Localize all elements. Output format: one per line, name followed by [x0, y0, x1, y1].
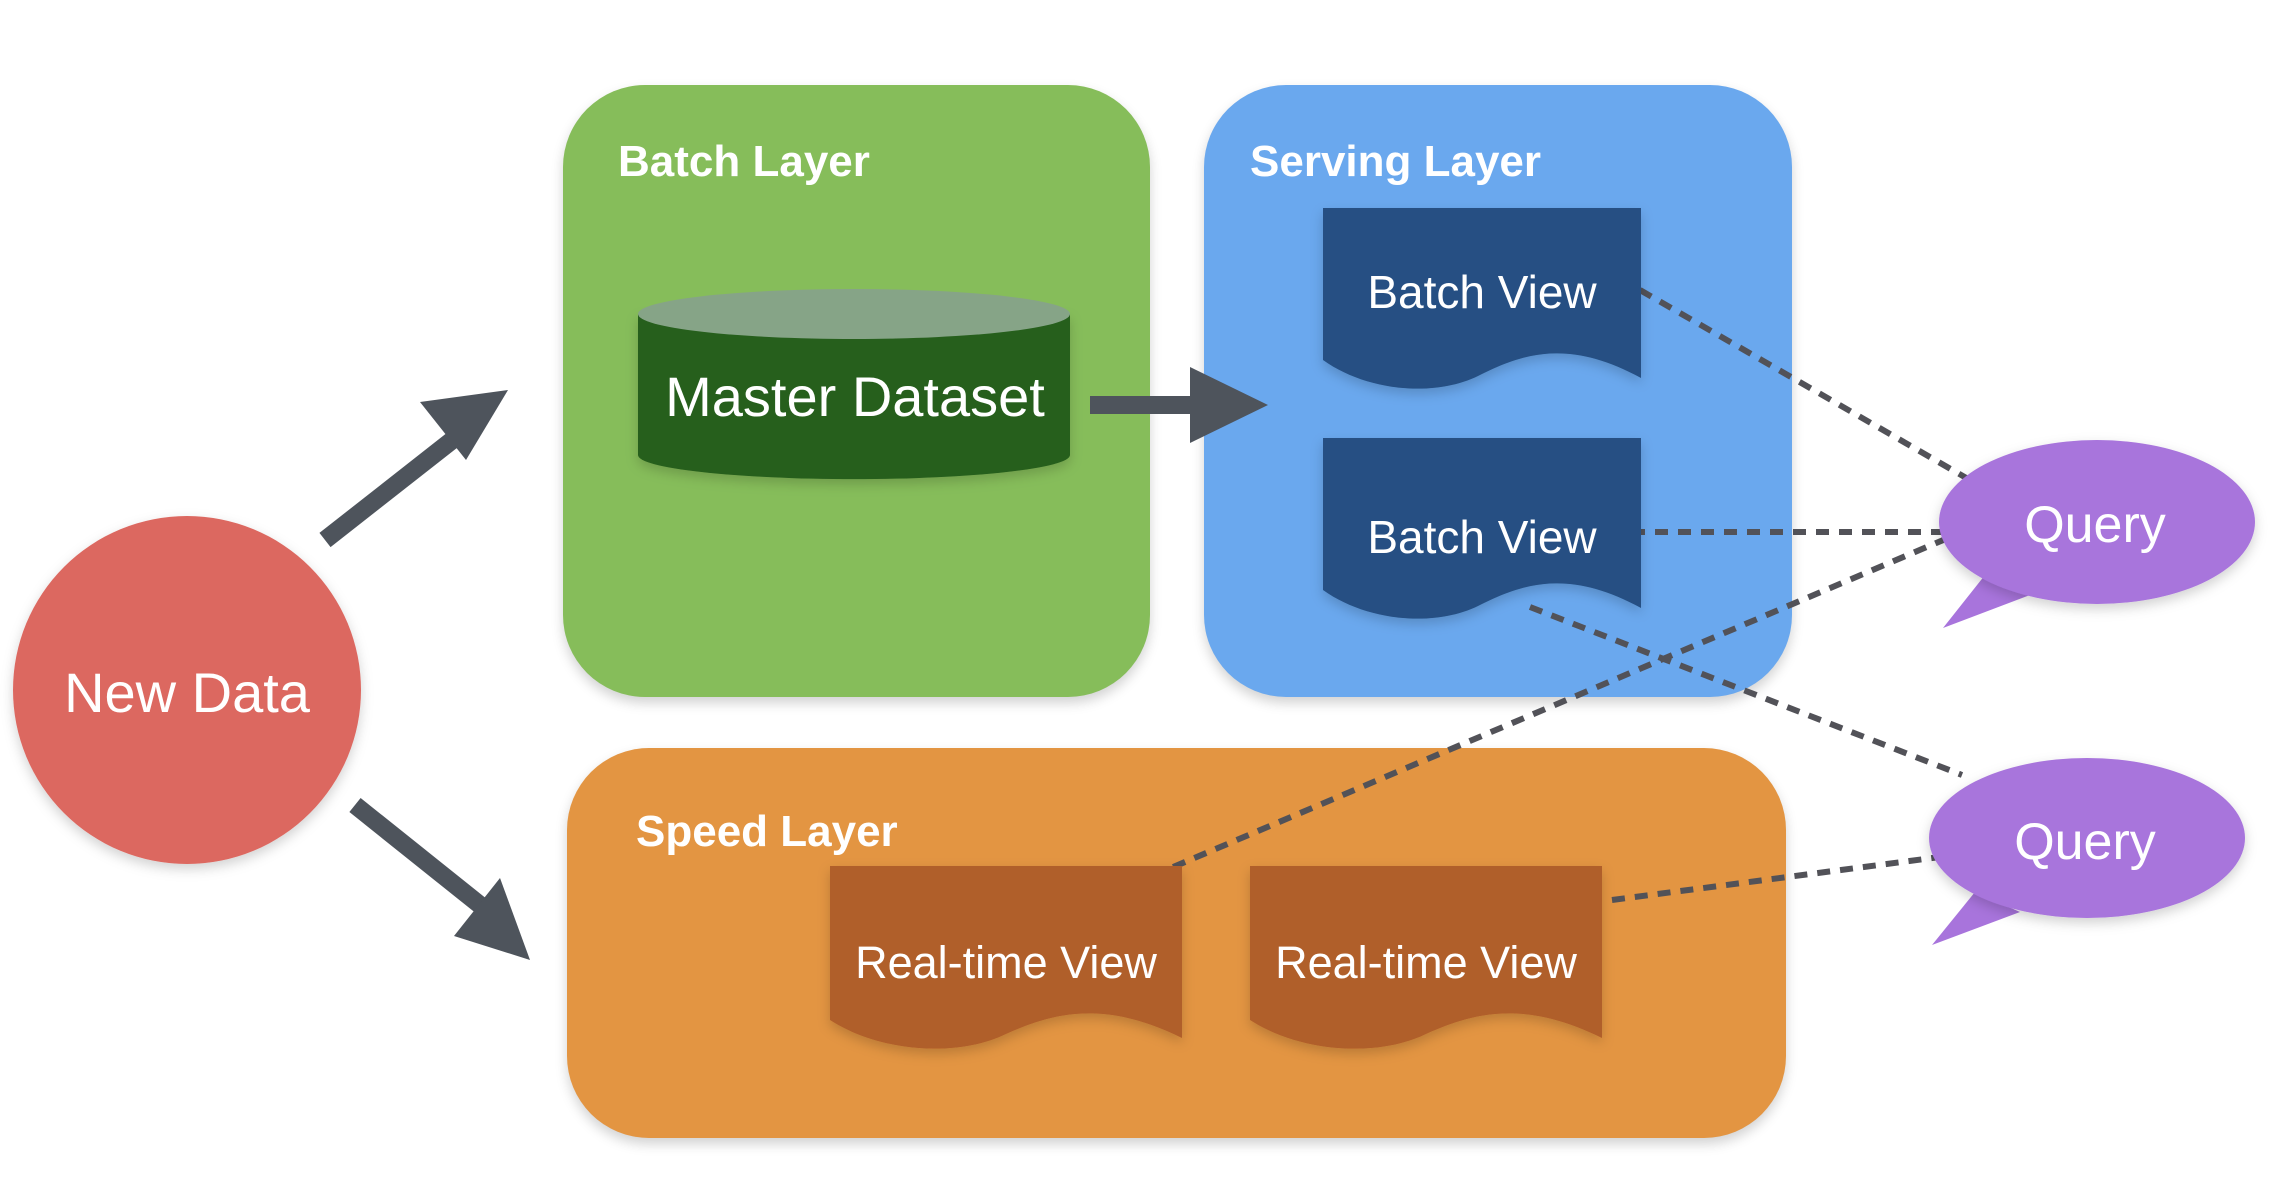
batch-view-shape-1: [1323, 208, 1641, 389]
batch-layer-title: Batch Layer: [618, 137, 870, 186]
realtime-view-shape-1: [830, 866, 1182, 1049]
query-label-1: Query: [2024, 496, 2166, 554]
arrow-head-to-speed: [454, 878, 530, 960]
realtime-view-label-2: Real-time View: [1275, 937, 1577, 988]
serving-layer-title: Serving Layer: [1250, 137, 1542, 186]
dashed-line-realtimeview1-query1: [1150, 535, 1950, 879]
new-data-circle: [13, 516, 361, 864]
new-data-label: New Data: [64, 660, 310, 724]
speed-layer-title: Speed Layer: [636, 807, 898, 856]
realtime-view-label-1: Real-time View: [855, 937, 1157, 988]
arrow-shaft-to-serving: [1090, 396, 1198, 414]
batch-view-label-1: Batch View: [1367, 266, 1597, 318]
query-label-2: Query: [2014, 813, 2156, 871]
dashed-line-batchview1-query1: [1638, 287, 1977, 486]
master-dataset-label: Master Dataset: [665, 364, 1045, 428]
realtime-view-shape-2: [1250, 866, 1602, 1049]
query-bubble-tail-2: [1932, 892, 2020, 945]
query-bubble-2: [1929, 758, 2245, 918]
arrow-shaft-to-batch: [319, 430, 461, 548]
dashed-line-batchview2-query2: [1528, 604, 1964, 778]
query-bubble-1: [1939, 440, 2255, 604]
master-dataset-cylinder-top: [638, 289, 1070, 339]
arrow-head-to-serving: [1190, 367, 1268, 443]
dashed-line-realtimeview2-query2: [1611, 854, 1941, 903]
master-dataset-cylinder-body: [638, 314, 1070, 480]
arrow-head-to-batch: [420, 390, 508, 460]
batch-view-shape-2: [1323, 438, 1641, 619]
batch-view-label-2: Batch View: [1367, 511, 1597, 563]
arrow-shaft-to-speed: [349, 797, 486, 913]
